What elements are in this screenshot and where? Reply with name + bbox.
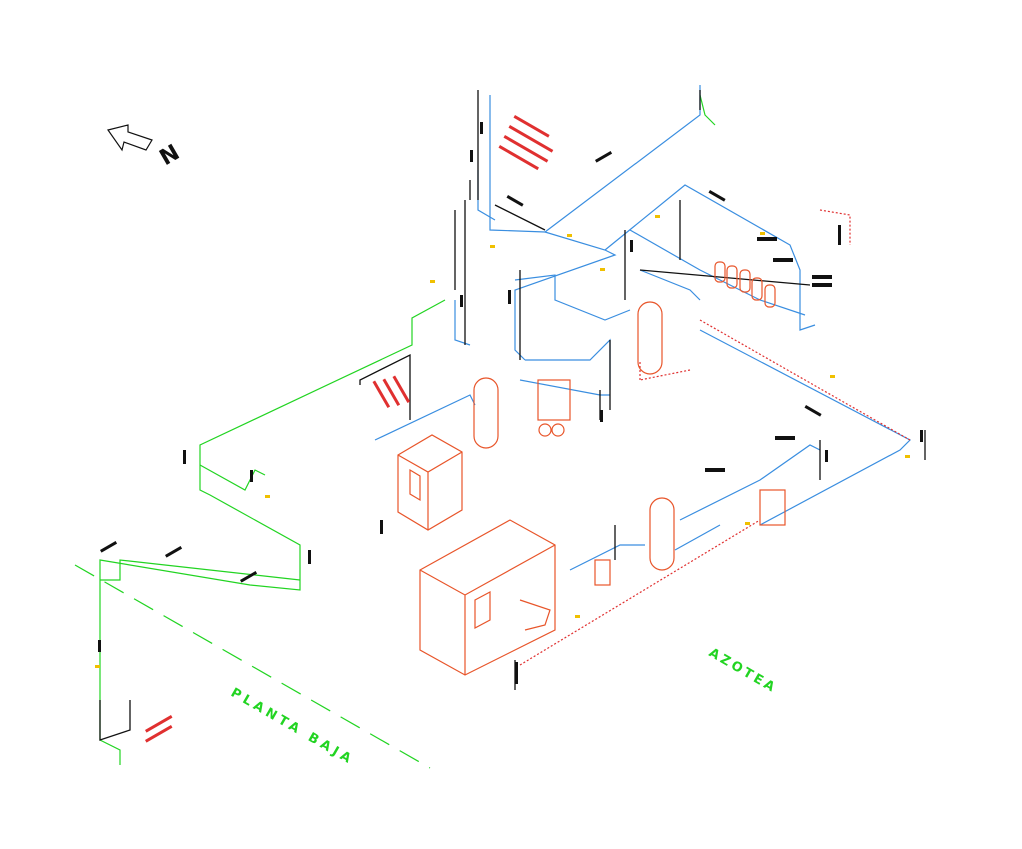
blue-pipe-network — [374, 85, 912, 571]
green-pipe-network — [99, 94, 716, 765]
black-riser-lines — [99, 90, 926, 741]
filter-unit-1 — [537, 379, 571, 421]
valve-markers — [95, 215, 910, 668]
dryer-cabinet — [397, 434, 463, 531]
north-arrow-icon — [107, 124, 153, 152]
zone-divider-line — [74, 564, 431, 769]
compressor-enclosure — [419, 519, 556, 676]
receiver-tank-2 — [637, 301, 663, 375]
red-dotted-lines — [519, 209, 911, 666]
planta-baja-label: PLANTA BAJA — [228, 685, 357, 768]
filter-unit-3 — [759, 489, 786, 526]
equipment — [397, 261, 786, 676]
red-notes — [144, 114, 554, 743]
filter-unit-2 — [594, 559, 611, 586]
north-label: N — [156, 140, 184, 171]
azotea-label: AZOTEA — [706, 645, 780, 696]
callout-tags — [98, 122, 923, 684]
receiver-tank-1 — [473, 377, 499, 449]
receiver-tank-3 — [649, 497, 675, 571]
